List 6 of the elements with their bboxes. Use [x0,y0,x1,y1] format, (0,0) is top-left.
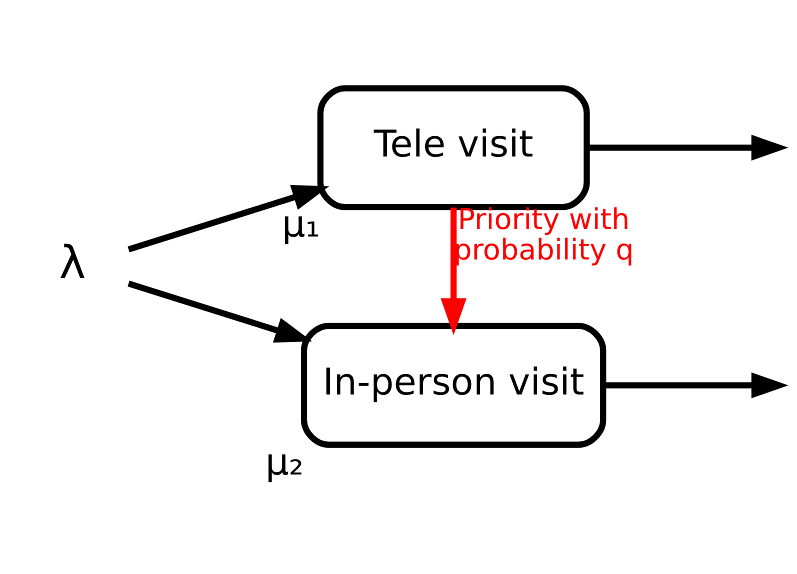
arrow [440,208,466,336]
arrow [586,134,788,161]
arrow [127,185,329,252]
node-box: In-person visit [300,322,606,448]
node-text: λ [58,236,86,289]
arrow [127,280,312,343]
